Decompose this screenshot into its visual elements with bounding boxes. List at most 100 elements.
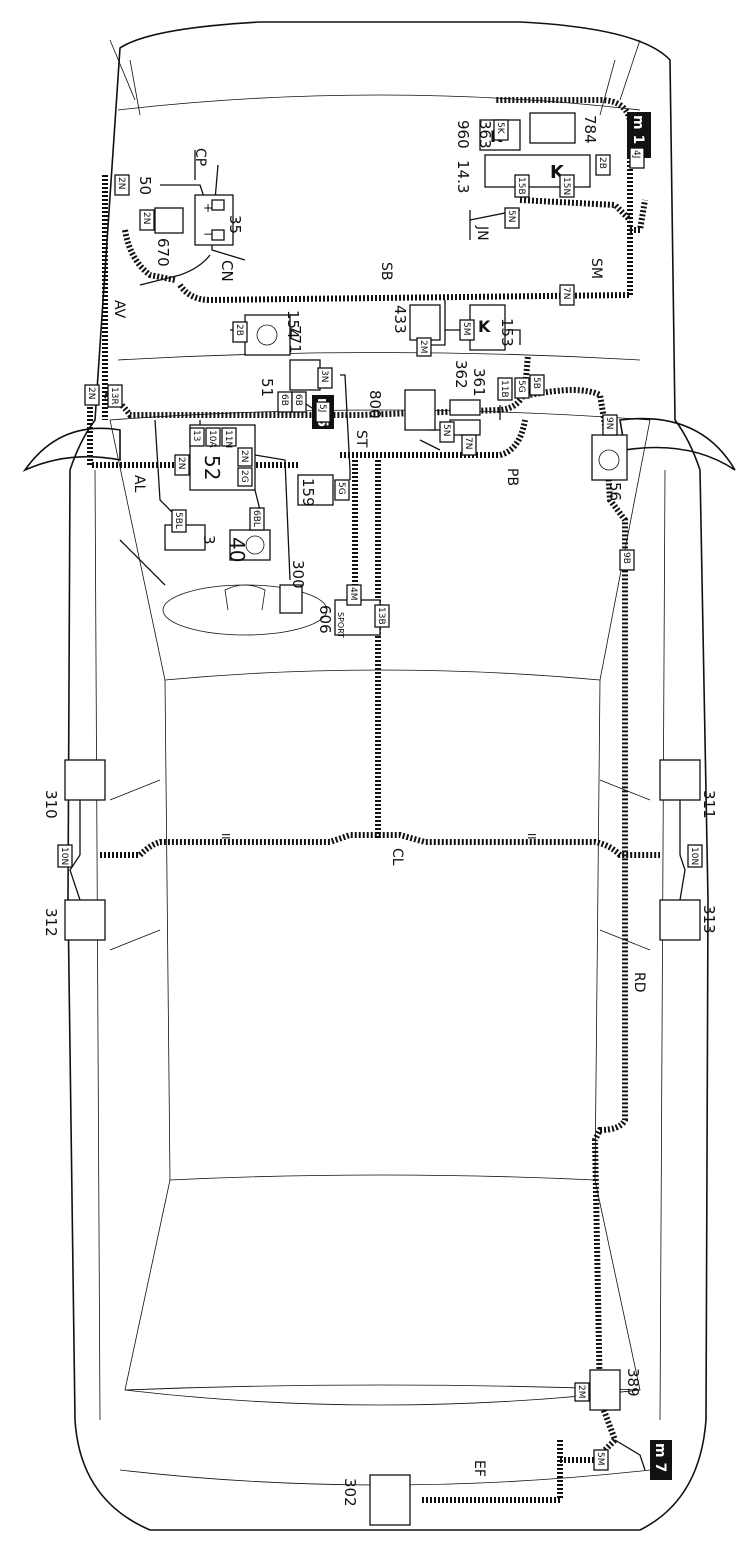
label-154: 154	[284, 310, 302, 339]
label-52: 52	[200, 455, 224, 480]
connector-9n: 9N	[604, 417, 614, 429]
connector-6b-b: 6B	[293, 394, 303, 406]
component-311-symbol	[659, 759, 701, 801]
harness-mark-right: II	[525, 833, 538, 840]
connector-6b-a: 6B	[279, 394, 289, 406]
connector-2m-a: 2M	[418, 340, 428, 354]
harness-sm: SM	[588, 258, 604, 279]
label-310: 310	[42, 790, 60, 819]
harness-cl: CL	[389, 848, 405, 866]
connector-11b: 11B	[499, 380, 509, 398]
label-300: 300	[289, 560, 307, 589]
connector-5g-a: 5G	[516, 380, 526, 393]
label-159: 159	[299, 478, 317, 507]
misc-text: SPORT II II	[219, 612, 538, 840]
connector-2n-e: 2N	[239, 450, 249, 462]
connector-5n-b: 5N	[441, 424, 451, 436]
connector-5m-a: 5M	[461, 322, 471, 336]
component-154-symbol	[244, 314, 291, 356]
connector-4j: 4J	[631, 150, 641, 158]
connector-5g-b: 5G	[336, 482, 346, 495]
label-433: 433	[391, 305, 409, 334]
svg-text:−: −	[203, 227, 213, 241]
label-313: 313	[700, 905, 718, 934]
component-159-symbol	[297, 474, 334, 506]
label-784: 784	[581, 115, 599, 144]
connector-5b: 5B	[531, 377, 541, 389]
harness-cp: CP	[192, 148, 208, 166]
label-800: 800	[366, 390, 384, 419]
label-312: 312	[42, 908, 60, 937]
connector-5k: 5K	[495, 122, 505, 135]
label-670: 670	[154, 238, 172, 267]
marker-m7: m 7	[652, 1443, 668, 1472]
label-361: 361	[470, 368, 488, 397]
label-311: 311	[700, 790, 718, 819]
component-361-symbol	[449, 399, 481, 416]
connector-2b-b: 2B	[234, 324, 244, 336]
connector-2b-a: 2B	[597, 157, 607, 169]
component-313-symbol	[659, 899, 701, 941]
component-56-symbol	[591, 434, 628, 481]
connector-13r: 13R	[109, 387, 119, 405]
label-302: 302	[341, 1478, 359, 1507]
component-670-symbol	[154, 207, 184, 234]
svg-text:+: +	[203, 201, 213, 215]
connector-10n-right: 10N	[689, 847, 699, 865]
connector-13: 13	[191, 430, 201, 441]
component-784-symbol	[529, 112, 576, 144]
harness-routes	[87, 97, 660, 1503]
component-800-symbol	[404, 389, 436, 431]
harness-jn: JN	[474, 225, 490, 241]
harness-av: AV	[111, 300, 127, 319]
connector-7n-a: 7N	[561, 287, 571, 299]
label-40: 40	[225, 537, 249, 562]
connector-tags: 2N 2N 5K 15B 15N 5N 2B 4J 7N 2B 5M 2M 3N…	[57, 119, 703, 1471]
label-771: 771	[286, 325, 304, 354]
label-51: 51	[258, 378, 276, 397]
connector-13b: 13B	[376, 607, 386, 625]
connector-5n-a: 5N	[506, 210, 516, 222]
component-389-symbol	[589, 1369, 621, 1411]
label-389: 389	[624, 1368, 642, 1397]
label-3: 3	[200, 535, 218, 545]
connector-15n: 15N	[561, 177, 571, 195]
component-312-symbol	[64, 899, 106, 941]
harness-al: AL	[131, 475, 147, 493]
connector-3n: 3N	[319, 370, 329, 382]
harness-pb: PB	[504, 468, 520, 486]
label-56: 56	[606, 482, 624, 501]
connector-2n-c: 2N	[86, 387, 96, 399]
harness-st: ST	[353, 430, 369, 448]
component-433-symbol	[409, 304, 441, 341]
component-302-symbol	[369, 1474, 411, 1526]
connector-2n-b: 2N	[141, 212, 151, 224]
connector-11n: 11N	[223, 430, 233, 448]
connector-5j: 5J	[317, 404, 327, 412]
svg-text:K: K	[478, 317, 491, 336]
harness-labels: CP SB SM AV JN ST PB AL CL RD EF	[111, 148, 647, 1477]
label-50: 50	[136, 176, 154, 195]
label-960: 960	[454, 120, 472, 149]
harness-mark-left: II	[219, 833, 232, 840]
component-310-symbol	[64, 759, 106, 801]
label-363: 363	[476, 120, 494, 149]
components: + − K K K	[64, 112, 701, 1526]
component-numbers: 960 363 784 14.3 35 50 670 CN 154 433 15…	[42, 115, 718, 1507]
connector-4m: 4M	[348, 587, 358, 601]
marker-m1: m 1	[630, 115, 646, 144]
component-771-symbol	[289, 359, 321, 391]
connector-15b: 15B	[516, 177, 526, 195]
label-606: 606	[316, 605, 334, 634]
connector-5bl: 5BL	[173, 512, 183, 529]
connector-2g: 2G	[239, 470, 249, 483]
component-40-symbol	[229, 529, 271, 561]
harness-ef: EF	[471, 1460, 487, 1477]
connector-5m-b: 5M	[595, 1452, 605, 1466]
label-35: 35	[226, 215, 244, 234]
label-14-3: 14.3	[454, 160, 472, 193]
connector-10a: 10A	[207, 430, 217, 448]
connector-2n-d: 2N	[176, 457, 186, 469]
connector-2m-b: 2M	[576, 1385, 586, 1399]
